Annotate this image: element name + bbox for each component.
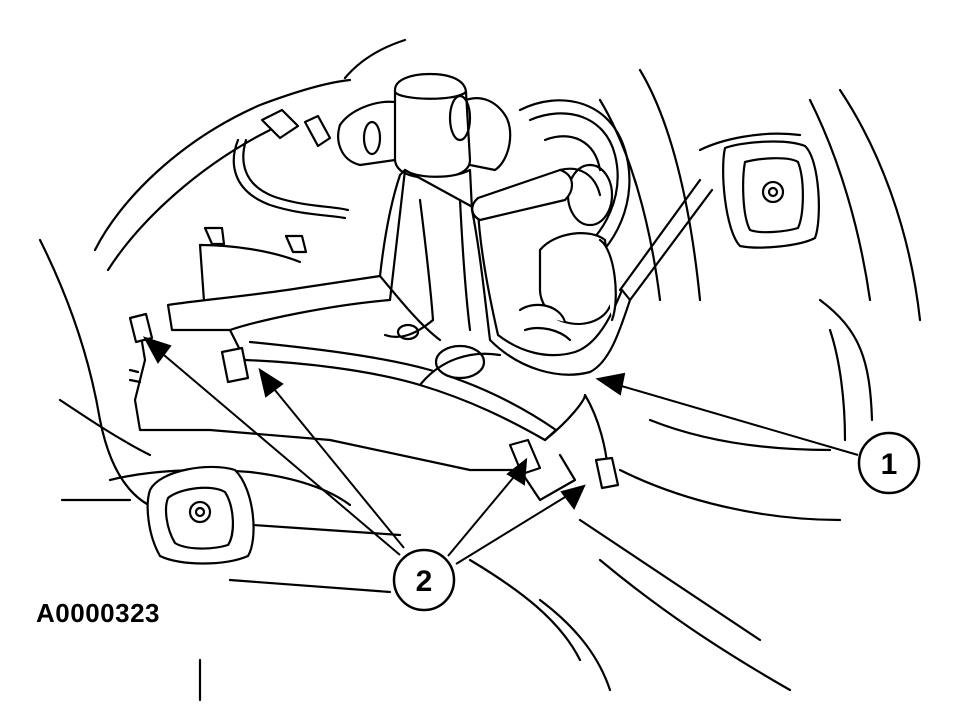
stabilizer-link — [618, 178, 714, 302]
upper-bushing — [337, 72, 512, 180]
body-mount-left — [146, 465, 255, 565]
sensor-wire — [232, 108, 350, 220]
drive-boot — [518, 99, 631, 272]
callout-number: 2 — [416, 565, 433, 598]
arm-end-bracket — [128, 312, 620, 502]
arm-rib — [378, 198, 486, 380]
subframe — [128, 226, 522, 472]
arm-bushing-right — [471, 168, 617, 342]
callout-leaders — [142, 336, 859, 565]
arrowhead — [258, 367, 284, 398]
arrowhead — [506, 457, 528, 486]
body-mount-right — [722, 140, 820, 249]
arrowhead — [595, 372, 626, 396]
arrowhead — [560, 484, 586, 510]
vehicle-body-contours — [38, 38, 922, 702]
lower-control-arm — [166, 168, 632, 442]
callout-number: 1 — [881, 448, 898, 481]
figure-id-label: A0000323 — [36, 598, 160, 628]
arrowhead — [142, 336, 172, 364]
callout-1: 1 — [857, 431, 921, 495]
callout-2: 2 — [392, 548, 456, 612]
